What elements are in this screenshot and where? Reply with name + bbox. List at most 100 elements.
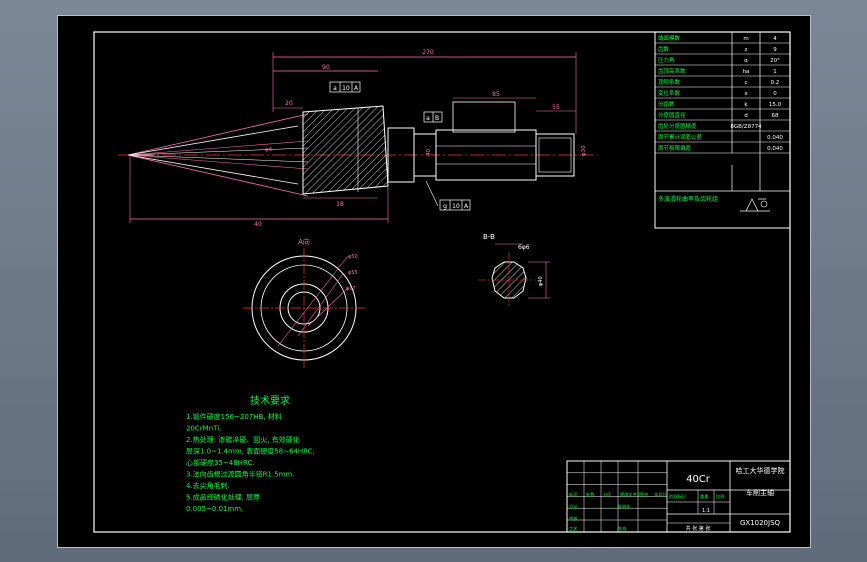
main-view: 270 90 20 85 55 40 18 φ4 φ30 40: [118, 49, 598, 228]
table-cell: z: [745, 47, 748, 53]
tb-drawing-no: GX1020JSQ: [740, 519, 781, 527]
dim-overall-length: 270: [422, 49, 434, 56]
dim-leader: [277, 255, 349, 347]
table-cell: x: [744, 91, 748, 97]
svg-text:a: a: [426, 115, 430, 122]
cone-line: [127, 154, 309, 163]
tech-requirement-line: 3.法向齿根过渡圆角半径R1.5mm.: [186, 470, 295, 479]
table-cell: 压力角: [658, 56, 675, 64]
dim-dia-left: φ4: [265, 147, 273, 153]
engineering-drawing: 270 90 20 85 55 40 18 φ4 φ30 40: [93, 31, 791, 533]
dim-a-phi3: φ17: [346, 286, 356, 292]
cone-line: [127, 154, 299, 185]
tech-requirement-line: 20CrMnTi.: [186, 425, 221, 433]
tech-title: 技术要求: [250, 394, 290, 407]
view-a-label: A向: [298, 237, 310, 246]
tolerance-frame-right: a B: [423, 111, 443, 123]
tb-material: 40Cr: [686, 474, 711, 485]
tb-label: 设计: [569, 503, 577, 510]
table-cell: 0: [773, 91, 777, 97]
tb-label: 审核: [569, 515, 578, 522]
tb-label: 标准化: [618, 503, 631, 510]
table-cell: k: [744, 102, 748, 108]
dim-taper-length: 90: [322, 64, 330, 71]
table-cell: 端面模数: [658, 34, 681, 42]
svg-text:B: B: [435, 115, 439, 122]
title-block: 标记处数分区更改文件号签名年月日设计标准化审核工艺批准阶段标记重量比例 40Cr…: [566, 460, 791, 533]
dim-55: 55: [552, 104, 560, 111]
tech-requirement-line: 5.成品经磷化处理, 层厚: [186, 493, 260, 502]
tb-label: 标记: [569, 491, 578, 498]
table-cell: c: [744, 80, 747, 86]
dim-20: 20: [285, 100, 293, 107]
table-cell: 68: [772, 113, 779, 119]
tb-label: 工艺: [569, 526, 577, 531]
gear-body-section: [302, 105, 389, 195]
table-cell: 变位系数: [658, 89, 681, 97]
tb-part-name: 车削主轴: [746, 488, 774, 497]
drawing-sheet: 270 90 20 85 55 40 18 φ4 φ30 40: [57, 15, 811, 548]
table-cell: 9: [773, 47, 777, 53]
table-cell: 20°: [770, 58, 780, 64]
table-cell: 分度圆直径: [658, 111, 686, 119]
tech-requirement-line: 2.热处理: 渗碳淬硬、回火, 有效硬化: [186, 435, 300, 444]
cone-line: [127, 154, 309, 197]
tb-label: 处数: [586, 491, 595, 498]
inner-border: [93, 31, 791, 533]
tb-label: 更改文件号: [620, 491, 641, 498]
cone-line: [127, 147, 309, 156]
table-cell: 周节累计误差公差: [658, 133, 703, 141]
tech-requirement-line: 层深1.0~1.4mm, 表面硬度58~64HRC,: [186, 447, 315, 456]
dim-a-phi1: φ50: [348, 254, 358, 260]
dim-dia-right: φ30: [581, 145, 587, 156]
table-cell: 1: [773, 69, 777, 75]
tb-label: 批准: [618, 525, 626, 532]
table-cell: m: [743, 36, 748, 42]
tb-school: 哈工大华德学院: [736, 466, 785, 475]
table-cell: 顶隙系数: [658, 78, 681, 86]
table-cell: 15.0: [769, 102, 782, 108]
tech-requirement-line: 0.005~0.01mm.: [186, 505, 243, 513]
tooth-profile-sketch: [760, 200, 768, 208]
table-cell: 分齿数: [658, 100, 675, 108]
svg-text:A: A: [354, 85, 359, 92]
table-cell: 0.2: [771, 80, 780, 86]
tech-requirement-line: 4.去尖角毛刺.: [186, 481, 230, 490]
dim-leader: [297, 273, 344, 337]
cone-line: [127, 140, 309, 156]
dim-leader: [307, 287, 349, 327]
tech-requirement-line: 1.锻件硬度156~207HB, 材料: [186, 412, 282, 421]
svg-text:a: a: [333, 85, 337, 92]
table-cell: 齿数: [658, 45, 670, 53]
table-cell: d: [744, 113, 748, 119]
dim-18: 18: [336, 201, 344, 208]
tb-scale: 1:1: [702, 508, 710, 514]
shaft-end: [535, 133, 575, 177]
table-cell: 4: [773, 36, 777, 42]
svg-text:A: A: [464, 203, 469, 210]
view-b: B-B 6φ6 φ40: [478, 233, 550, 308]
view-a: A向 φ50 φ55 φ17: [243, 237, 365, 368]
leader-line: [425, 180, 439, 207]
table-cell: ha: [743, 69, 750, 75]
cone-line: [127, 154, 309, 170]
dim-b-key: 6φ6: [518, 244, 530, 251]
tb-label: 比例: [716, 493, 724, 500]
svg-text:10: 10: [342, 85, 350, 92]
cone-line: [127, 113, 309, 156]
table-cell: α: [744, 58, 748, 64]
tb-label: 年月日: [654, 491, 667, 498]
tb-sheet: 共 张 第 张: [686, 525, 711, 532]
table-cell: 8GB/Z8774: [730, 124, 762, 130]
tb-label: 分区: [603, 491, 611, 498]
svg-text:10: 10: [452, 203, 460, 210]
tb-label: 重量: [700, 493, 708, 500]
table-cell: 齿轮分度圆精度: [658, 122, 697, 130]
table-bottom-label: 多波滑轮曲率及齿轮组: [658, 195, 718, 203]
tooth-profile-sketch: [740, 198, 770, 212]
svg-text:g: g: [443, 203, 447, 210]
tolerance-frame-bottom: g 10 A: [439, 199, 471, 211]
tolerance-frame-top: a 10 A: [329, 81, 361, 93]
